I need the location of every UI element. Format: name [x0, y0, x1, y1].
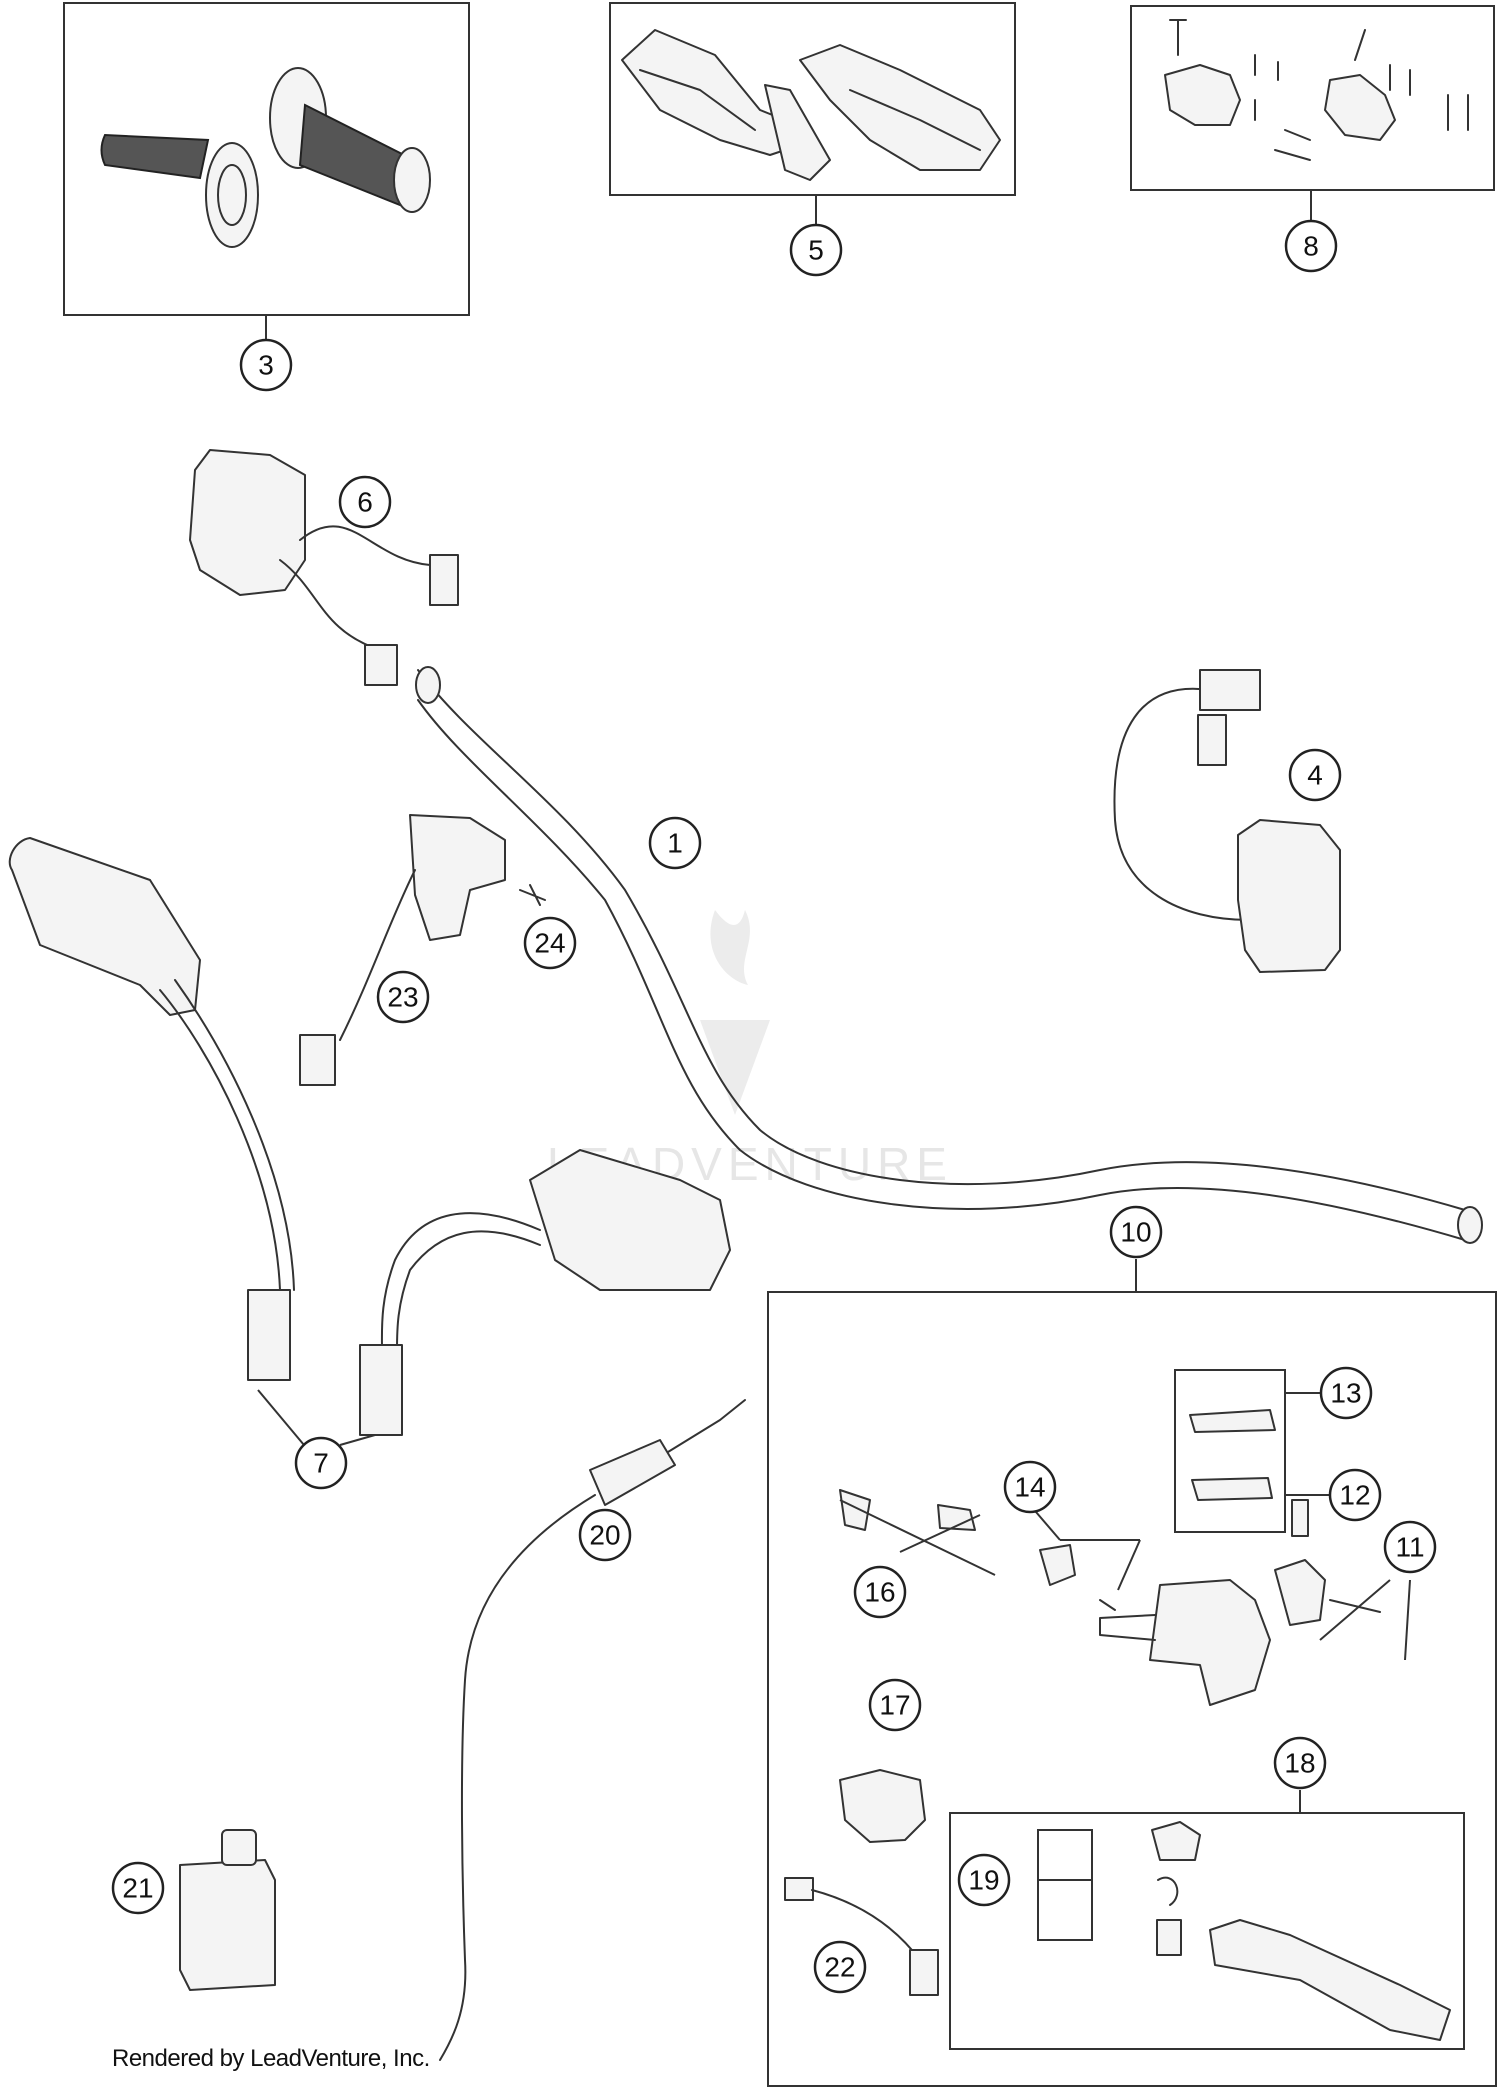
- callout-label: 12: [1339, 1480, 1370, 1511]
- watermark: LEADVENTURE: [547, 910, 947, 1190]
- callout-8: 8: [1284, 219, 1338, 273]
- callout-16: 16: [853, 1565, 907, 1619]
- callout-23: 23: [376, 970, 430, 1024]
- callout-label: 17: [879, 1690, 910, 1721]
- callout-18: 18: [1273, 1736, 1327, 1790]
- callout-22: 22: [813, 1940, 867, 1994]
- part-mirrors: [8, 837, 731, 1436]
- callout-label: 10: [1120, 1217, 1151, 1248]
- callout-17: 17: [868, 1678, 922, 1732]
- callout-20: 20: [578, 1508, 632, 1562]
- callout-label: 19: [968, 1865, 999, 1896]
- callout-21: 21: [111, 1861, 165, 1915]
- callout-11: 11: [1383, 1520, 1437, 1574]
- leader-lines: [257, 190, 1411, 1881]
- box-lever-kit: [949, 1812, 1465, 2050]
- callout-label: 21: [122, 1873, 153, 1904]
- callout-label: 24: [534, 928, 565, 959]
- callout-10: 10: [1109, 1205, 1163, 1259]
- callout-5: 5: [789, 223, 843, 277]
- callout-12: 12: [1328, 1468, 1382, 1522]
- part-right-switch: [1113, 669, 1341, 973]
- callout-label: 20: [589, 1520, 620, 1551]
- part-left-switch: [189, 449, 459, 686]
- callout-label: 16: [864, 1577, 895, 1608]
- part-handguards: [621, 29, 1001, 181]
- callout-label: 1: [667, 828, 683, 859]
- box-cover-kit: [1174, 1369, 1286, 1533]
- part-handlebar: [415, 666, 1483, 1244]
- box-handguard-mounts: [1130, 5, 1495, 191]
- callout-label: 6: [357, 487, 373, 518]
- callout-label: 11: [1395, 1532, 1424, 1563]
- callout-label: 13: [1330, 1378, 1361, 1409]
- part-throttle-sensor: [299, 814, 546, 1086]
- callout-4: 4: [1288, 748, 1342, 802]
- callout-label: 4: [1307, 760, 1323, 791]
- callout-label: 14: [1014, 1472, 1045, 1503]
- part-grips: [100, 67, 431, 248]
- callout-24: 24: [523, 916, 577, 970]
- part-fluid-bottle: [179, 1829, 276, 1991]
- callout-label: 7: [313, 1448, 329, 1479]
- callout-3: 3: [239, 338, 293, 392]
- callout-13: 13: [1319, 1366, 1373, 1420]
- callout-label: 18: [1284, 1748, 1315, 1779]
- callout-label: 22: [824, 1952, 855, 1983]
- callout-label: 8: [1303, 231, 1319, 262]
- box-pin-kit: [1037, 1829, 1093, 1941]
- callout-1: 1: [648, 816, 702, 870]
- callout-label: 5: [808, 235, 824, 266]
- box-handguards: [609, 2, 1016, 196]
- box-brake-assembly: [767, 1291, 1497, 2087]
- callout-6: 6: [338, 475, 392, 529]
- callout-14: 14: [1003, 1460, 1057, 1514]
- callout-label: 23: [387, 982, 418, 1013]
- callout-label: 3: [258, 350, 274, 381]
- part-brake-master-cylinder: [839, 1409, 1451, 2041]
- callout-19: 19: [957, 1853, 1011, 1907]
- callouts: 1 3 4 5 6 7 8 10 11 12 13 14 16 17 18 19…: [111, 219, 1437, 1994]
- part-clutch-cable: [439, 1399, 746, 2061]
- callout-7: 7: [294, 1436, 348, 1490]
- part-handguard-mounts: [1164, 19, 1469, 161]
- part-brake-switch: [784, 1877, 939, 1996]
- footer-credit: Rendered by LeadVenture, Inc.: [112, 2045, 430, 2072]
